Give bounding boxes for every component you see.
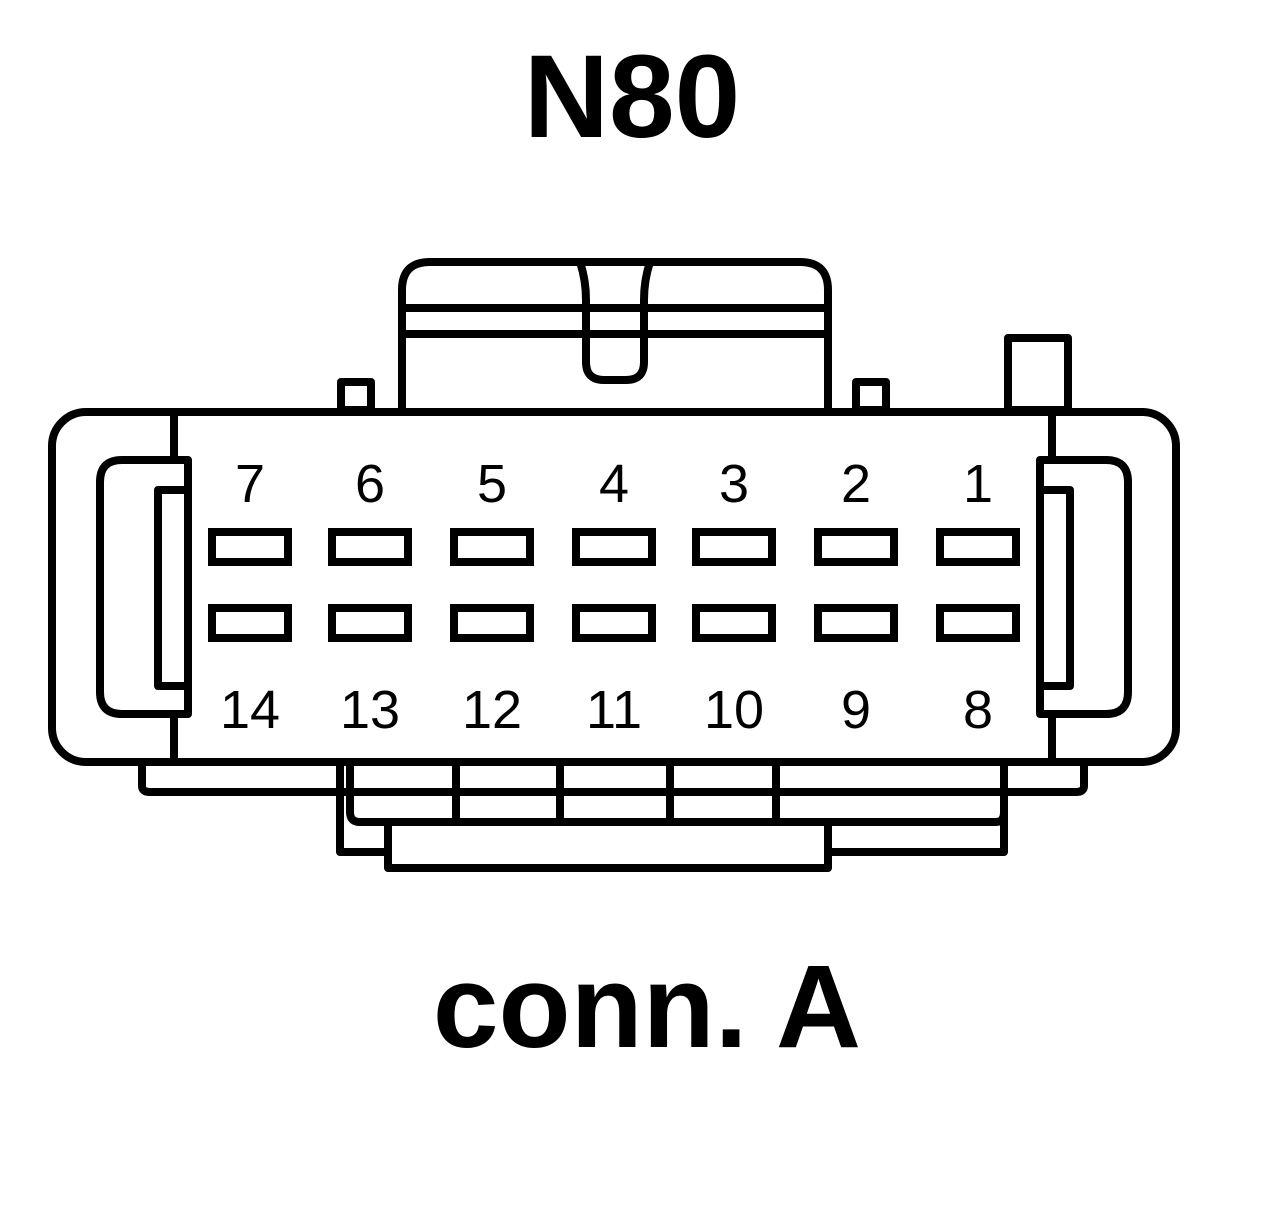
base-plate: [138, 760, 1088, 796]
pin-label-10: 10: [704, 680, 764, 740]
pin-label-4: 4: [599, 454, 629, 514]
pin-label-2: 2: [841, 454, 871, 514]
pin-label-12: 12: [462, 680, 522, 740]
pin-label-3: 3: [719, 454, 749, 514]
connector-subtitle: conn. A: [432, 941, 862, 1073]
top-latch-tab: [576, 260, 654, 384]
pin-label-9: 9: [841, 680, 871, 740]
pin-label-1: 1: [963, 454, 993, 514]
left-side-latch-inner: [154, 486, 192, 690]
pin-slot-2: [814, 528, 898, 566]
pin-slot-9: [814, 604, 898, 642]
right-side-latch-inner: [1036, 486, 1074, 690]
pin-label-14: 14: [220, 680, 280, 740]
top-latch: [398, 258, 832, 410]
right-side-latch: [1036, 456, 1132, 718]
pin-slot-10: [692, 604, 776, 642]
pin-slot-1: [936, 528, 1020, 566]
post-right: [852, 378, 890, 414]
pin-slot-5: [450, 528, 534, 566]
pin-slot-8: [936, 604, 1020, 642]
base-body-right: [828, 760, 1008, 856]
pin-slot-14: [208, 604, 292, 642]
pin-slot-3: [692, 528, 776, 566]
pin-slot-12: [450, 604, 534, 642]
post-left: [337, 378, 375, 414]
base-inner: [346, 760, 1008, 826]
pin-slot-6: [328, 528, 412, 566]
pin-label-8: 8: [963, 680, 993, 740]
pin-label-11: 11: [586, 680, 642, 740]
pin-slot-4: [572, 528, 656, 566]
base-bottom-block: [384, 818, 832, 872]
left-side-latch: [96, 456, 192, 718]
pin-label-7: 7: [235, 454, 265, 514]
pin-slot-11: [572, 604, 656, 642]
connector-title: N80: [523, 31, 741, 163]
pin-label-6: 6: [355, 454, 385, 514]
pin-slot-13: [328, 604, 412, 642]
post-tall-right: [1004, 334, 1072, 414]
pin-slot-7: [208, 528, 292, 566]
pin-label-13: 13: [340, 680, 400, 740]
pin-label-5: 5: [477, 454, 507, 514]
connector-body: [48, 408, 1180, 766]
base-body: [336, 760, 388, 856]
